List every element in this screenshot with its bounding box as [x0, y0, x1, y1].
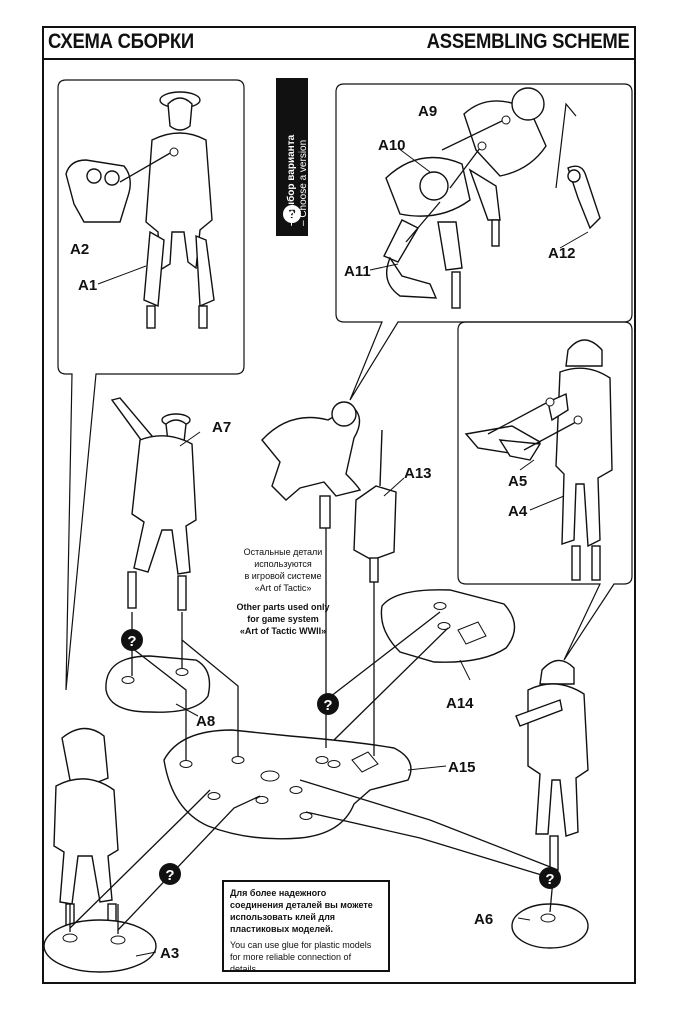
other-parts-note: Остальные детали используются в игровой …: [222, 546, 344, 637]
legend-line-ru: – Выбор варианта: [286, 135, 298, 226]
base-a3: [44, 920, 156, 972]
svg-text:?: ?: [545, 871, 554, 888]
note-en-1: Other parts used only: [222, 601, 344, 613]
label-a8: A8: [196, 713, 215, 730]
label-a2: A2: [70, 241, 89, 258]
label-a11: A11: [344, 263, 371, 280]
label-a10: A10: [378, 137, 406, 154]
svg-text:?: ?: [127, 633, 136, 650]
note-ru-1: Остальные детали: [222, 546, 344, 558]
figure-a6-soldier: [516, 660, 588, 870]
figure-a7-officer: [112, 398, 196, 610]
note-en-3: «Art of Tactic WWII»: [222, 625, 344, 637]
part-a2-binoculars: [66, 160, 130, 222]
version-marker-2: ?: [317, 693, 339, 715]
label-a12: A12: [548, 245, 576, 262]
note-ru-4: «Art of Tactic»: [222, 582, 344, 594]
figure-a13-crouching-soldier: [262, 402, 360, 528]
glue-note-ru: Для более надежного соединения деталей в…: [230, 887, 382, 935]
label-a15: A15: [448, 759, 476, 776]
legend-line-en: – Choose a version: [298, 140, 309, 226]
svg-text:?: ?: [323, 697, 332, 714]
figure-a9-a12-parts: [384, 88, 600, 308]
label-a7: A7: [212, 419, 231, 436]
figure-a1-officer: [144, 92, 214, 328]
note-en-2: for game system: [222, 613, 344, 625]
figure-a3-officer: [54, 728, 118, 926]
version-marker-4: ?: [539, 867, 561, 889]
glue-note: Для более надежного соединения деталей в…: [222, 880, 390, 972]
label-a13: A13: [404, 465, 432, 482]
part-a5-map-case: [466, 426, 540, 460]
svg-text:?: ?: [165, 867, 174, 884]
note-ru-2: используются: [222, 558, 344, 570]
figure-a4-soldier: [548, 340, 612, 580]
version-marker-1: ?: [121, 629, 143, 651]
part-a13-radio: [354, 430, 396, 582]
version-legend-text: – Выбор варианта – Choose a version: [286, 135, 310, 226]
note-ru-3: в игровой системе: [222, 570, 344, 582]
label-a9: A9: [418, 103, 437, 120]
label-a14: A14: [446, 695, 474, 712]
label-a1: A1: [78, 277, 97, 294]
label-a3: A3: [160, 945, 179, 962]
label-a4: A4: [508, 503, 528, 520]
glue-note-en: You can use glue for plastic models for …: [230, 940, 371, 974]
base-a8: [106, 656, 210, 712]
label-a6: A6: [474, 911, 493, 928]
version-marker-3: ?: [159, 863, 181, 885]
label-a5: A5: [508, 473, 527, 490]
